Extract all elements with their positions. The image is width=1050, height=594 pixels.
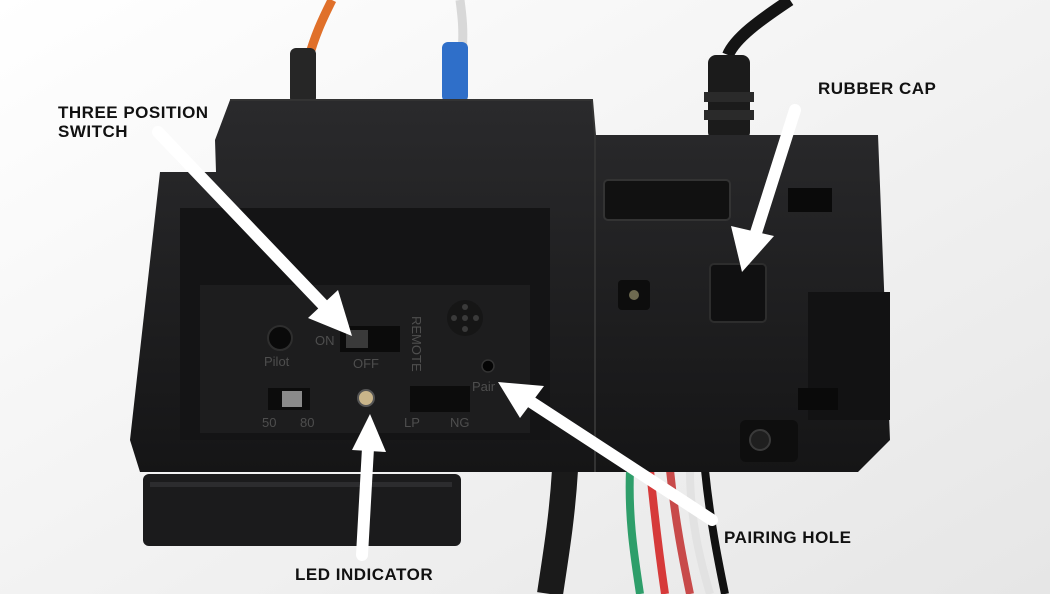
battery-pack (143, 474, 461, 546)
rubber-cap (709, 263, 767, 323)
callout-three-position-switch: THREE POSITION SWITCH (58, 103, 209, 141)
marking-ng: NG (450, 415, 470, 430)
callout-pairing-hole: PAIRING HOLE (724, 528, 852, 547)
marking-remote: REMOTE (409, 316, 424, 372)
pairing-hole (481, 359, 495, 373)
led-indicator (357, 389, 375, 407)
marking-pilot: Pilot (264, 354, 290, 369)
buzzer-grille (447, 300, 483, 336)
marking-pair: Pair (472, 379, 496, 394)
marking-lp: LP (404, 415, 420, 430)
speed-selector-switch (268, 388, 310, 410)
pilot-button (267, 325, 293, 351)
marking-on: ON (315, 333, 335, 348)
callout-switch-line2: SWITCH (58, 122, 129, 141)
callout-led-indicator: LED INDICATOR (295, 565, 434, 584)
marking-off: OFF (353, 356, 379, 371)
marking-50: 50 (262, 415, 276, 430)
right-section-details (603, 179, 890, 462)
callout-arrows (152, 104, 801, 561)
callout-switch-line1: THREE POSITION (58, 103, 209, 122)
marking-80: 80 (300, 415, 314, 430)
fuel-type-switch (410, 386, 470, 412)
callout-rubber-cap: RUBBER CAP (818, 79, 937, 98)
top-wires (290, 0, 794, 140)
